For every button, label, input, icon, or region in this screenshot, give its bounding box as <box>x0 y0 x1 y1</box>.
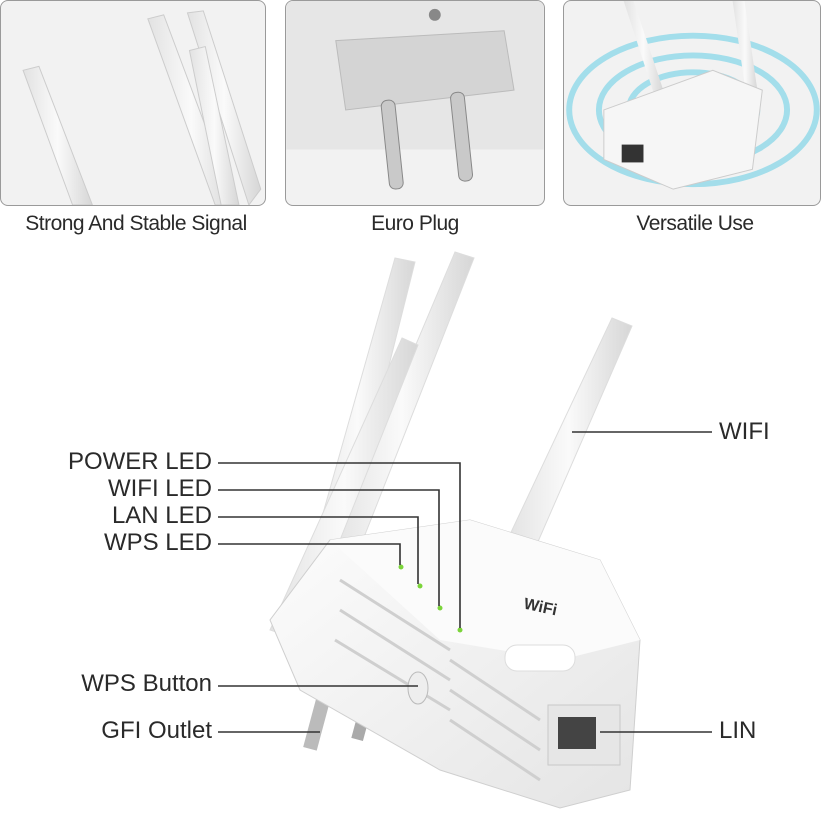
caption-versatile: Versatile Use <box>636 212 754 235</box>
repeater-body: WiFi <box>269 519 641 809</box>
label-wps-button: WPS Button <box>81 670 212 697</box>
leader-lines <box>218 431 712 733</box>
caption-euro-plug: Euro Plug <box>371 212 459 235</box>
label-lan-led: LAN LED <box>111 502 212 529</box>
panel-euro-plug <box>285 0 545 206</box>
euro-plug-closeup <box>286 1 544 190</box>
label-lin: LIN <box>719 717 757 744</box>
antennas <box>269 251 633 641</box>
leds <box>398 564 463 633</box>
label-power-led: POWER LED <box>67 448 212 475</box>
label-wifi-led: WIFI LED <box>107 475 212 502</box>
caption-signal: Strong And Stable Signal <box>25 212 247 235</box>
antennas-closeup <box>22 10 262 205</box>
label-gfi-outlet: GFI Outlet <box>101 717 212 744</box>
label-wifi: WIFI <box>719 418 770 445</box>
repeater-signal-closeup <box>566 1 820 190</box>
label-wps-led: WPS LED <box>103 529 212 556</box>
panel-versatile <box>563 0 821 206</box>
panel-signal <box>0 0 266 206</box>
wifi-repeater-logo: WiFi <box>522 596 558 620</box>
